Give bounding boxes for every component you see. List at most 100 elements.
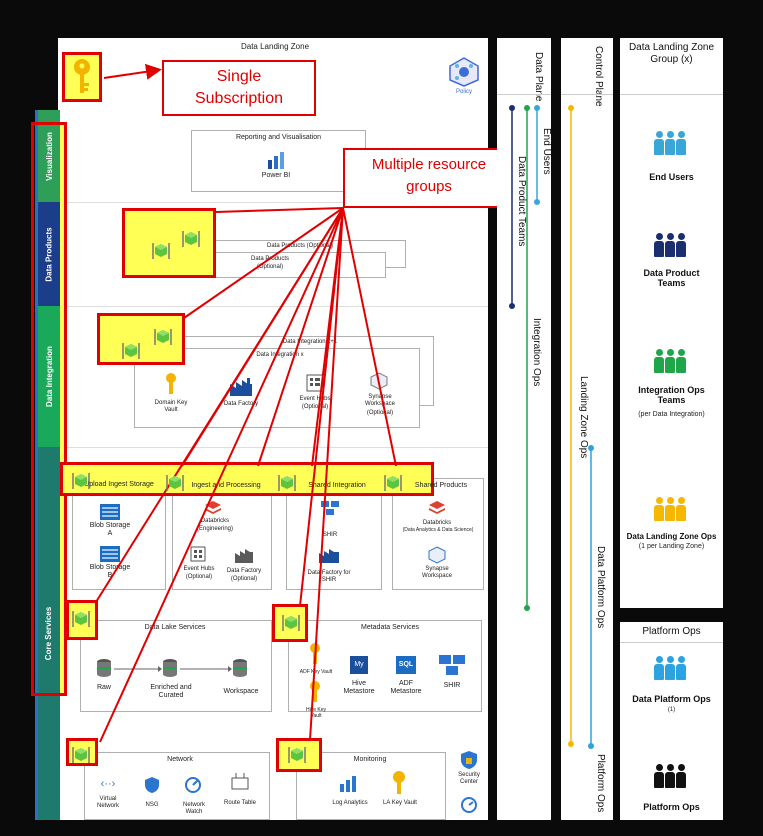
reporting-card xyxy=(191,130,366,192)
resource-group-icon xyxy=(122,343,140,359)
resource-group-icon xyxy=(278,475,296,491)
person-icon xyxy=(665,764,675,790)
bands-yellow-edge xyxy=(60,125,64,693)
core-data-factory-sub: (Optional) xyxy=(230,576,258,582)
person-icon xyxy=(676,656,686,682)
integration-rg-highlight xyxy=(97,313,185,365)
roles-title: Data Landing Zone Group (x) xyxy=(628,42,715,65)
platform-ops-panel-title: Platform Ops xyxy=(642,626,701,637)
nsg-icon xyxy=(145,777,159,793)
control-plane-divider xyxy=(561,94,613,95)
left-strip xyxy=(35,110,39,820)
synapse-sub: (Optional) xyxy=(366,410,394,416)
lake-arrows xyxy=(114,666,232,672)
event-hubs-icon xyxy=(306,374,324,392)
person-icon xyxy=(665,497,675,523)
hive-metastore-label: Hive Metastore xyxy=(343,680,375,695)
person-icon xyxy=(654,233,664,259)
resource-group-icon xyxy=(154,329,172,345)
domain-keyvault-label: Domain Key Vault xyxy=(154,400,188,413)
blob-storage-b-label: Blob Storage B xyxy=(89,564,131,579)
network-card xyxy=(84,752,270,820)
integration-front-label: Data Integration x xyxy=(256,352,304,358)
ingest-processing-label: Ingest and Processing xyxy=(191,482,261,489)
route-table-label: Route Table xyxy=(224,800,256,806)
separator xyxy=(58,306,488,307)
multiple-rg-text: Multiple resource groups xyxy=(371,156,487,195)
resource-group-icon xyxy=(182,231,200,247)
shared-products-card xyxy=(392,478,484,590)
upload-ingest-label: Upload Ingest Storage xyxy=(84,481,154,488)
platform-ops-people-icon xyxy=(654,764,686,790)
event-hubs-sub: (Optional) xyxy=(301,404,329,410)
data-factory-label: Data Factory xyxy=(223,401,259,407)
person-icon xyxy=(654,764,664,790)
bands-highlight xyxy=(31,122,67,696)
databricks-eng-sub: (Engineering) xyxy=(196,526,234,532)
role-dpo-sub: (1) xyxy=(667,707,676,713)
data-plane-panel xyxy=(497,38,551,820)
hive-keyvault-label: Hive Key Vault xyxy=(305,707,326,719)
data-platform-ops-people-icon xyxy=(654,656,686,682)
role-dpt-label: Data Product Teams xyxy=(643,268,700,288)
databricks-ads-icon xyxy=(429,501,445,514)
role-platform-ops-label: Platform Ops xyxy=(643,802,700,812)
person-icon xyxy=(654,497,664,523)
band-data-integration: Data Integration xyxy=(38,306,60,447)
hive-metastore-icon: My xyxy=(350,656,368,674)
landing-zone-title: Data Landing Zone xyxy=(240,42,310,51)
security-center-gauge-icon xyxy=(461,797,477,813)
policy-icon xyxy=(449,57,479,87)
resource-group-icon xyxy=(72,747,90,763)
netwatch-icon xyxy=(185,777,201,793)
security-center-label: Security Center xyxy=(458,772,480,785)
plane-lines xyxy=(509,105,594,749)
integration-back-label: Data Integration x+1 xyxy=(282,339,338,345)
factory-shir-icon xyxy=(319,549,339,563)
blob-storage-a-icon xyxy=(100,504,120,520)
domain-keyvault-icon xyxy=(166,373,176,394)
role-end-users-label: End Users xyxy=(649,172,694,182)
person-icon xyxy=(676,349,686,375)
core-data-factory-icon xyxy=(235,549,253,563)
data-products-front-sub: (Optional) xyxy=(256,264,284,270)
person-icon xyxy=(676,131,686,157)
core-rg-highlight xyxy=(60,462,434,496)
nsg-label: NSG xyxy=(145,802,159,808)
person-icon xyxy=(654,656,664,682)
shared-integration-card xyxy=(286,478,382,590)
person-icon xyxy=(676,764,686,790)
log-analytics-label: Log Analytics xyxy=(332,800,368,806)
role-integration-label: Integration Ops Teams xyxy=(638,385,705,405)
key-icon xyxy=(74,59,90,93)
end-users-people-icon xyxy=(654,131,686,157)
synapse-label: Synapse Workspace xyxy=(365,394,395,407)
resource-group-icon xyxy=(72,611,90,627)
core-data-factory-label: Data Factory xyxy=(226,568,262,574)
vnet-label: Virtual Network xyxy=(96,796,119,809)
resource-group-icon xyxy=(384,475,402,491)
workspace-icon xyxy=(233,659,247,677)
blob-storage-b-icon xyxy=(100,546,120,562)
data-product-teams-people-icon xyxy=(654,233,686,259)
separator xyxy=(58,202,488,203)
raw-icon xyxy=(97,659,111,677)
factory-shir-label: Data Factory for SHIR xyxy=(307,570,351,583)
person-icon xyxy=(665,131,675,157)
person-icon xyxy=(665,656,675,682)
platform-ops-divider xyxy=(620,642,723,643)
single-subscription-callout: Single Subscription xyxy=(162,60,316,116)
event-hubs-label: Event Hubs xyxy=(299,396,331,402)
role-dlz-sub: (1 per Landing Zone) xyxy=(638,543,705,550)
vnet-icon: ‹··› xyxy=(100,778,116,790)
datalake-rg-highlight xyxy=(66,600,98,640)
meta-shir-icon xyxy=(439,655,465,675)
data-products-back-label: Data Products (Optional) xyxy=(266,243,334,249)
data-plane-divider xyxy=(497,94,551,95)
workspace-label: Workspace xyxy=(223,688,259,695)
adf-metastore-label: ADF Metastore xyxy=(390,680,422,695)
multiple-rg-callout: Multiple resource groups xyxy=(343,148,515,208)
single-subscription-text: Single Subscription xyxy=(194,68,284,107)
resource-group-icon xyxy=(282,615,300,631)
